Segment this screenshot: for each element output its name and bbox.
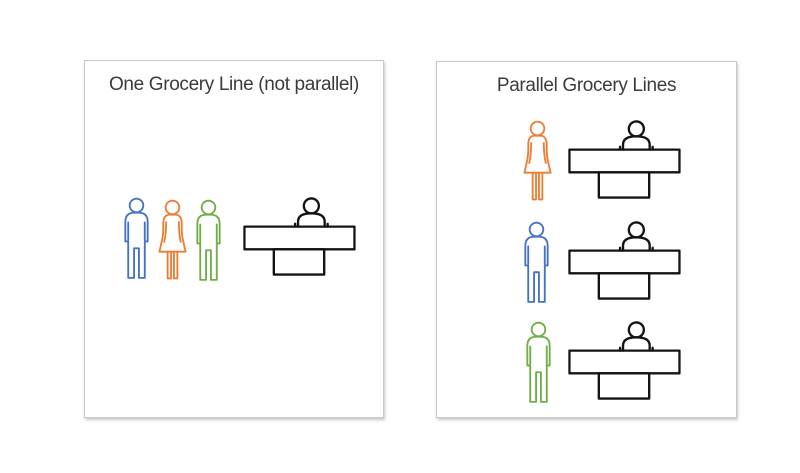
customer-man-green-icon bbox=[191, 199, 226, 283]
customer-man-blue-icon bbox=[119, 197, 154, 281]
panel-parallel-lines: Parallel Grocery Lines bbox=[436, 61, 737, 418]
customer-woman-orange-icon bbox=[155, 199, 190, 283]
cashier-desk-icon bbox=[568, 321, 681, 400]
panel-single-line: One Grocery Line (not parallel) bbox=[84, 60, 384, 418]
customer-man-green-icon bbox=[521, 321, 556, 405]
panel-parallel-lines-title: Parallel Grocery Lines bbox=[496, 75, 677, 96]
panel-single-line-title: One Grocery Line (not parallel) bbox=[109, 74, 359, 95]
customer-man-blue-icon bbox=[519, 221, 554, 305]
customer-woman-orange-icon bbox=[520, 120, 555, 204]
cashier-desk-icon bbox=[243, 197, 356, 276]
cashier-desk-icon bbox=[568, 221, 681, 300]
cashier-desk-icon bbox=[568, 120, 681, 199]
